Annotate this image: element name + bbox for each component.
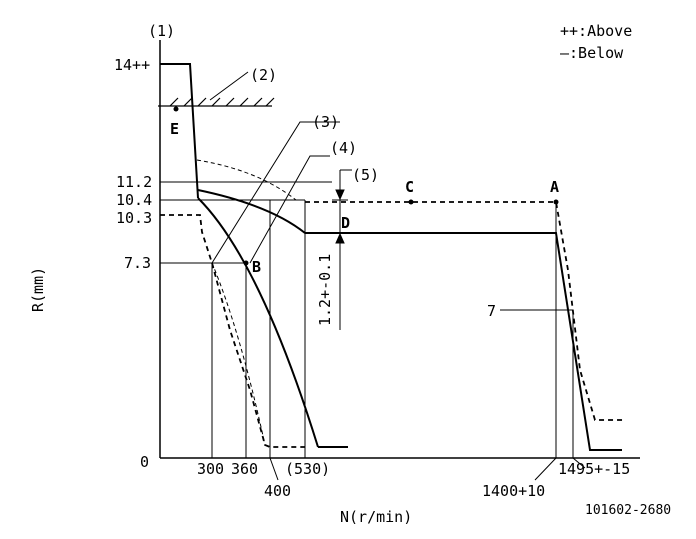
leader-400 [269, 457, 279, 481]
point-d-label: D [341, 214, 350, 232]
below-lower-curve [197, 197, 319, 448]
legend-below: —:Below [560, 44, 624, 62]
point-b-marker [243, 260, 249, 266]
dimension-5 [332, 169, 352, 330]
x-axis-label: N(r/min) [340, 508, 412, 526]
leader-1495 [572, 457, 586, 469]
callout-3: (3) [312, 113, 339, 131]
y-tick-11-2: 11.2 [116, 173, 152, 191]
y-tick-10-4: 10.4 [116, 191, 152, 209]
figure-id: 101602-2680 [585, 503, 671, 518]
point-e-label: E [170, 120, 179, 138]
above-plateau-line [305, 201, 625, 421]
point-a-label: A [550, 178, 559, 196]
point-e-marker [173, 106, 179, 112]
y-axis-label: R(mm) [29, 267, 47, 312]
callout-5: (5) [352, 166, 379, 184]
below-curves [160, 63, 622, 451]
x-tick-530: (530) [285, 460, 330, 478]
stopper-hatch [158, 97, 275, 107]
leader-2 [209, 71, 249, 101]
above-upper-curve [196, 159, 297, 201]
x-tick-300: 300 [197, 460, 224, 478]
callout-7: 7 [487, 302, 496, 320]
dimension-label: 1.2+-0.1 [316, 254, 334, 326]
leader-3 [211, 121, 340, 264]
origin-label: 0 [140, 453, 149, 471]
above-curves [160, 201, 625, 448]
below-plateau-line [305, 232, 622, 451]
axes [159, 40, 640, 459]
x-tick-400: 400 [264, 482, 291, 500]
leader-4 [249, 155, 330, 264]
point-markers [173, 106, 559, 266]
above-main-line [160, 214, 305, 448]
callout-2: (2) [250, 66, 277, 84]
below-main-line [160, 63, 199, 199]
reference-lines [160, 71, 586, 481]
callout-1: (1) [148, 22, 175, 40]
legend-above: ++:Above [560, 22, 632, 40]
callout-4: (4) [330, 139, 357, 157]
point-b-label: B [252, 258, 261, 276]
x-tick-1495: 1495+-15 [558, 460, 630, 478]
point-c-marker [408, 199, 414, 205]
above-lower-curve [211, 262, 266, 446]
x-tick-360: 360 [231, 460, 258, 478]
x-tick-1400: 1400+10 [482, 482, 545, 500]
below-upper-curve [197, 189, 306, 234]
point-c-label: C [405, 178, 414, 196]
y-tick-10-3: 10.3 [116, 209, 152, 227]
leader-1400 [534, 457, 557, 481]
y-tick-14: 14++ [114, 56, 150, 74]
point-a-marker [553, 199, 559, 205]
y-tick-7-3: 7.3 [124, 254, 151, 272]
